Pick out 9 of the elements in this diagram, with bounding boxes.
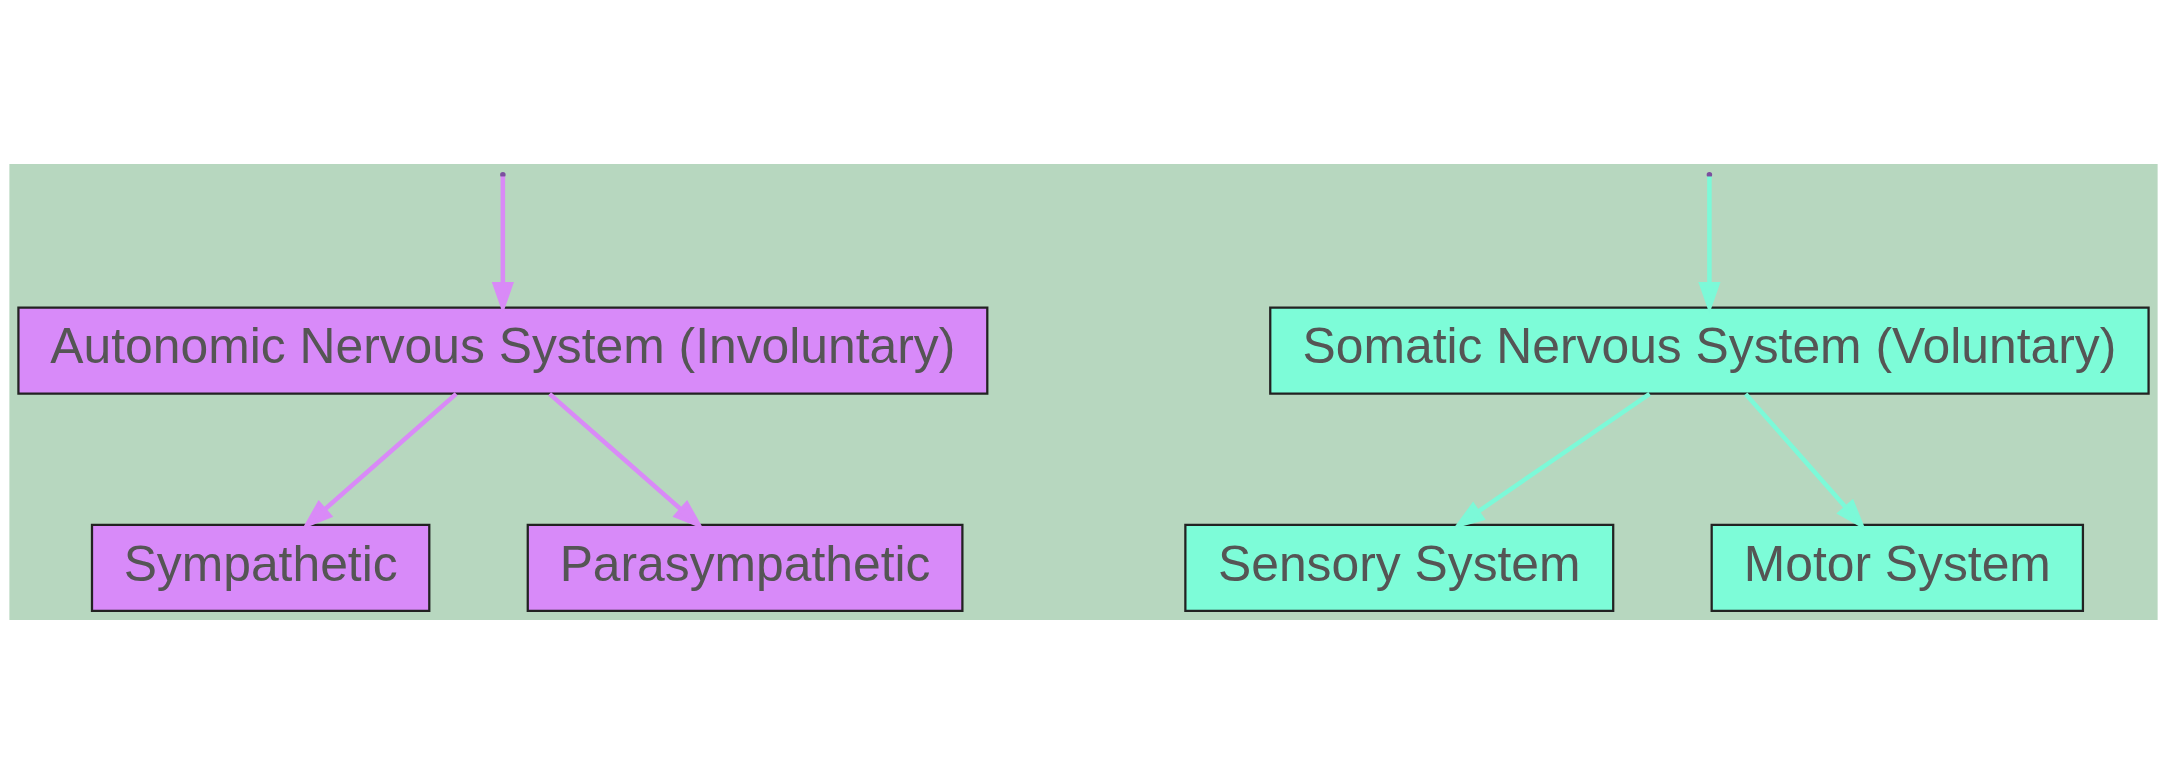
node-box: Sensory System: [1184, 523, 1615, 612]
node-box: Parasympathetic: [526, 523, 964, 612]
node-box: Motor System: [1710, 523, 2085, 612]
arrow: [548, 391, 704, 529]
node-box: Somatic Nervous System (Voluntary): [1269, 306, 2150, 395]
node-box: Autonomic Nervous System (Involuntary): [17, 306, 989, 395]
node-box: Sympathetic: [90, 523, 431, 612]
arrow: [302, 391, 458, 529]
arrow: [1453, 391, 1651, 529]
